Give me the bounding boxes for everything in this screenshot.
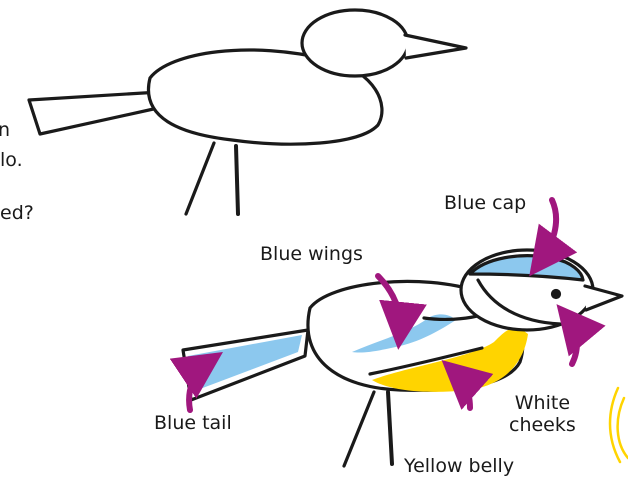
label-blue-wings: Blue wings [260, 244, 363, 265]
label-blue-cap: Blue cap [444, 193, 526, 214]
sketch-beak [405, 35, 466, 58]
partial-text-line-2: lo. [0, 150, 23, 171]
label-blue-tail: Blue tail [154, 413, 232, 434]
leg-left [344, 392, 374, 466]
partial-text-line-1: n [0, 120, 10, 141]
label-white-cheeks: White cheeks [509, 392, 576, 436]
partial-yellow-shape [610, 388, 628, 462]
leg-right [388, 392, 392, 464]
sketch-leg-right [236, 146, 238, 214]
label-white-cheeks-line-2: cheeks [509, 414, 576, 436]
bird-eye [553, 291, 560, 298]
arrow-white-cheeks [568, 318, 577, 364]
outline-bird-sketch [29, 10, 466, 214]
partial-text-line-3: ed? [0, 203, 34, 224]
label-white-cheeks-line-1: White [509, 392, 576, 414]
sketch-head [302, 10, 408, 76]
bird-beak [585, 286, 622, 310]
sketch-leg-left [186, 143, 214, 214]
label-yellow-belly: Yellow belly [404, 456, 514, 477]
sketch-tail [29, 92, 160, 134]
